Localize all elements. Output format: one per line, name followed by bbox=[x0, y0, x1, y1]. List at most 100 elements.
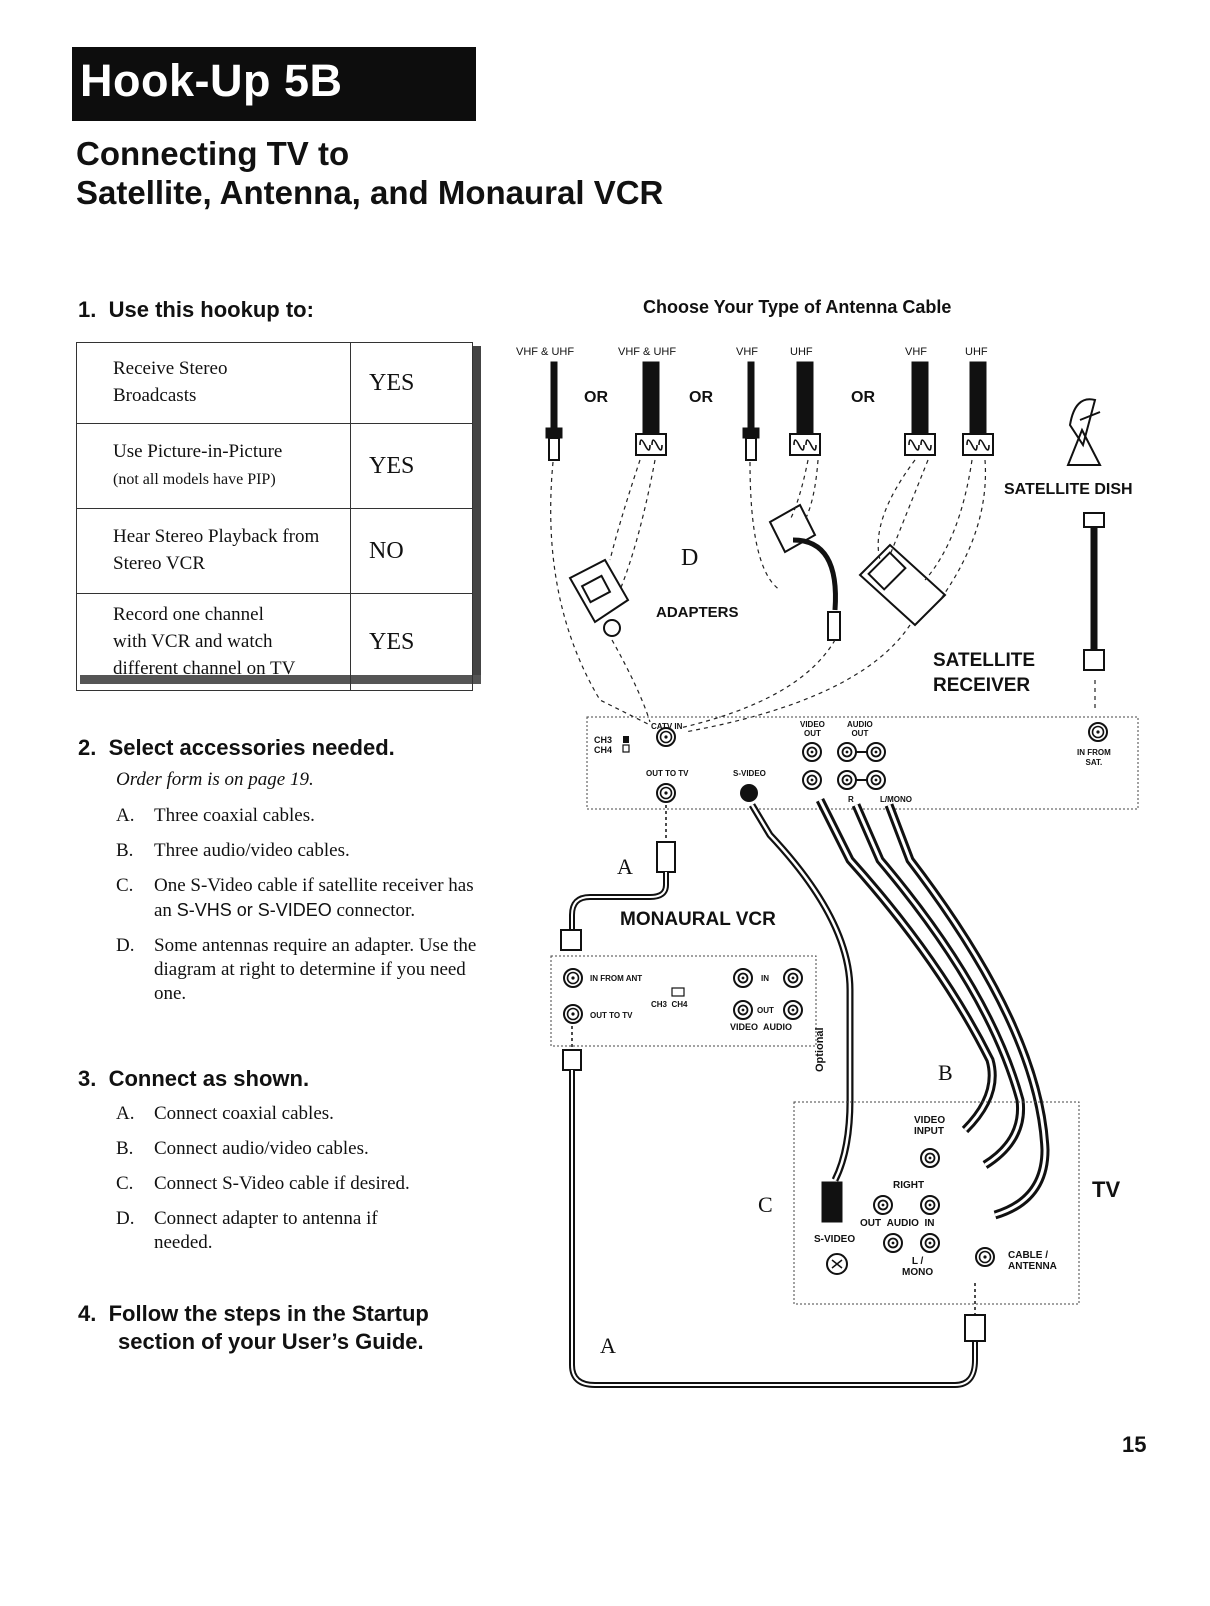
step4-heading: 4. Follow the steps in the Startup secti… bbox=[78, 1300, 429, 1356]
receiver-label-line: SATELLITE bbox=[933, 650, 1036, 671]
item-text: Some antennas require an adapter. Use th… bbox=[154, 935, 477, 1004]
catv-in-label: CATV IN bbox=[651, 722, 683, 731]
feature-text: Receive Stereo bbox=[113, 358, 228, 379]
adapter-icon bbox=[768, 503, 841, 641]
table-row: Record one channel with VCR and watch di… bbox=[76, 593, 473, 691]
monaural-vcr-label: MONAURAL VCR bbox=[620, 909, 776, 930]
list-item: D. Some antennas require an adapter. Use… bbox=[116, 934, 494, 1006]
item-text-part: S-VHS or S-VIDEO bbox=[176, 900, 332, 920]
tv-right-label: RIGHT bbox=[893, 1180, 925, 1191]
vcr-ch3-label: CH3 bbox=[651, 1000, 668, 1009]
coax-cable-a bbox=[560, 805, 676, 951]
page-number: 15 bbox=[1122, 1432, 1147, 1457]
title-line-2: Satellite, Antenna, and Monaural VCR bbox=[76, 174, 664, 211]
vcr-audio-label: AUDIO bbox=[763, 1022, 793, 1032]
vcr-video-audio-label: VIDEO AUDIO bbox=[730, 1022, 792, 1032]
item-text: Connect coaxial cables. bbox=[154, 1103, 334, 1124]
page-title: Connecting TV to Satellite, Antenna, and… bbox=[76, 134, 776, 212]
list-item: B. Connect audio/video cables. bbox=[116, 1137, 494, 1161]
tv-video-input-label: VIDEO INPUT bbox=[914, 1115, 945, 1137]
tv-audio-label: AUDIO bbox=[886, 1218, 919, 1229]
cable-label: VHF bbox=[736, 346, 758, 358]
item-text: Three audio/video cables. bbox=[154, 840, 350, 861]
answer-cell: YES bbox=[350, 593, 473, 691]
step2-number: 2. bbox=[78, 735, 97, 760]
label-line: OUT bbox=[804, 729, 821, 738]
item-letter: D. bbox=[116, 935, 135, 956]
item-letter: B. bbox=[116, 840, 134, 861]
letter-c: C bbox=[758, 1192, 773, 1217]
feature-text: Hear Stereo Playback from bbox=[113, 526, 320, 547]
feature-text: Stereo VCR bbox=[113, 553, 206, 574]
item-letter: A. bbox=[116, 1103, 135, 1124]
tv-panel bbox=[793, 1101, 1080, 1305]
item-text: Connect adapter to antenna if needed. bbox=[154, 1208, 378, 1253]
label-line: VIDEO bbox=[800, 720, 825, 729]
or-label: OR bbox=[584, 389, 608, 406]
step1-number: 1. bbox=[78, 297, 97, 322]
label-line: L / bbox=[911, 1256, 924, 1267]
feature-cell: Receive Stereo Broadcasts bbox=[76, 342, 351, 424]
tv-out-audio-in-label: OUT AUDIO IN bbox=[860, 1218, 934, 1229]
tv-label: TV bbox=[1092, 1177, 1121, 1202]
label-line: ANTENNA bbox=[1008, 1261, 1057, 1272]
receiver-label-line: RECEIVER bbox=[933, 675, 1031, 696]
list-item: D. Connect adapter to antenna if needed. bbox=[116, 1207, 494, 1255]
item-letter: C. bbox=[116, 1173, 134, 1194]
ch4-label: CH4 bbox=[594, 745, 613, 755]
accessories-list: A. Three coaxial cables. B. Three audio/… bbox=[116, 804, 494, 1017]
satellite-cable bbox=[1083, 512, 1105, 671]
step2-heading-text: Select accessories needed. bbox=[108, 735, 395, 760]
feature-cell: Record one channel with VCR and watch di… bbox=[76, 593, 351, 691]
feature-text: different channel on TV bbox=[113, 657, 296, 679]
list-item: B. Three audio/video cables. bbox=[116, 839, 494, 863]
tv-in-label: IN bbox=[924, 1218, 935, 1229]
feature-text: Use Picture-in-Picture bbox=[113, 440, 283, 462]
antenna-cable-heading: Choose Your Type of Antenna Cable bbox=[643, 297, 952, 317]
table-row: Receive Stereo Broadcasts YES bbox=[76, 342, 473, 424]
ch3-label: CH3 bbox=[594, 735, 613, 745]
order-form-note: Order form is on page 19. bbox=[116, 769, 314, 790]
list-item: C. One S-Video cable if satellite receiv… bbox=[116, 874, 494, 923]
item-text-part: One S-Video cable if satellite receiver … bbox=[154, 875, 474, 921]
l-mono-label: L/MONO bbox=[880, 795, 912, 804]
title-line-1: Connecting TV to bbox=[76, 135, 350, 172]
letter-d: D bbox=[681, 545, 699, 571]
label-line: AUDIO bbox=[847, 720, 873, 729]
vcr-ch-label: CH3 CH4 bbox=[651, 1000, 687, 1009]
or-label: OR bbox=[851, 389, 875, 406]
satellite-receiver-panel bbox=[586, 716, 1139, 810]
step2-heading: 2. Select accessories needed. bbox=[78, 735, 395, 761]
label-line: INPUT bbox=[914, 1126, 944, 1137]
table-shadow-side bbox=[473, 346, 481, 679]
or-label: OR bbox=[689, 389, 713, 406]
table-row: Use Picture-in-Picture (not all models h… bbox=[76, 423, 473, 509]
adapter-icon bbox=[858, 543, 947, 627]
feature-text: Broadcasts bbox=[113, 385, 197, 406]
tv-jacks bbox=[826, 1148, 995, 1275]
vcr-jacks bbox=[563, 968, 803, 1024]
receiver-s-video-label: S-VIDEO bbox=[733, 769, 766, 778]
in-from-sat-label: IN FROM SAT. bbox=[1077, 748, 1111, 768]
vcr-in-label: IN bbox=[761, 974, 769, 983]
satellite-dish-label: SATELLITE DISH bbox=[1004, 481, 1133, 498]
vcr-out-to-tv-label: OUT TO TV bbox=[590, 1011, 633, 1020]
audio-out-label: AUDIO OUT bbox=[847, 720, 873, 738]
answer-cell: YES bbox=[350, 342, 473, 424]
tv-cable-antenna-label: CABLE / ANTENNA bbox=[1008, 1250, 1057, 1272]
step4-number: 4. bbox=[78, 1301, 97, 1326]
receiver-channel-switch: CH3 CH4 bbox=[594, 735, 612, 755]
cable-label: VHF bbox=[905, 346, 927, 358]
label-line: SAT. bbox=[1085, 758, 1103, 767]
adapters-label: ADAPTERS bbox=[656, 604, 739, 621]
vcr-video-label: VIDEO bbox=[730, 1022, 759, 1032]
item-text: Three coaxial cables. bbox=[154, 805, 315, 826]
item-text: Connect S-Video cable if desired. bbox=[154, 1173, 410, 1194]
step3-heading: 3. Connect as shown. bbox=[78, 1066, 309, 1092]
step4-line-1: Follow the steps in the Startup bbox=[108, 1301, 429, 1326]
tv-l-mono-label: L / MONO bbox=[902, 1256, 933, 1278]
s-video-cable bbox=[748, 803, 854, 1223]
label-line: IN FROM bbox=[1077, 748, 1111, 757]
satellite-receiver-label: SATELLITE RECEIVER bbox=[933, 648, 1035, 698]
